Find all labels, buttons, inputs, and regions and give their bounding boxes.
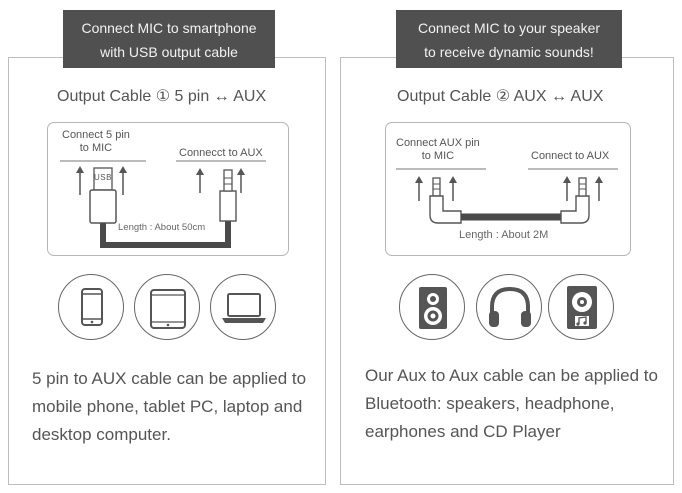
right-description-line3: earphones and CD Player [365,422,561,441]
right-banner-line2: to receive dynamic sounds! [424,44,594,60]
left-banner: Connect MIC to smartphone with USB outpu… [63,10,275,68]
headphone-icon [489,286,531,327]
right-diagram-mic-label: Connect AUX pin to MIC [396,137,480,163]
smartphone-icon-circle [58,274,124,340]
right-banner-line1: Connect MIC to your speaker [417,20,601,36]
right-cable-title: Output Cable ② AUX ↔ AUX [397,88,604,105]
right-length-label: Length : About 2M [459,229,549,241]
left-description-line1: 5 pin to AUX cable can be applied to [32,369,307,388]
right-description: Our Aux to Aux cable can be applied to B… [365,362,665,446]
headphone-icon-circle [476,274,542,340]
smartphone-icon [81,288,103,326]
speaker-icon [419,287,447,329]
laptop-icon-circle [210,274,276,340]
left-cable-title: Output Cable ① 5 pin ↔ AUX [57,88,267,105]
left-banner-line1: Connect MIC to smartphone [81,20,257,36]
left-diagram-usb-label-line2: to MIC [79,142,113,154]
five-pin-to-aux-cable-drawing [60,160,266,248]
left-description: 5 pin to AUX cable can be applied to mob… [32,365,322,449]
right-diagram-mic-label-line2: to MIC [421,150,455,162]
aux-to-aux-cable-drawing [396,168,618,224]
laptop-icon [222,293,266,323]
left-diagram-usb-label: Connect 5 pin to MIC [62,129,130,155]
right-diagram-aux-label: Connect to AUX [531,150,610,162]
left-description-line2: mobile phone, tablet PC, laptop and [32,397,303,416]
left-diagram-aux-label: Connecct to AUX [179,147,263,159]
left-cable-diagram: Connect 5 pin to MIC Connecct to AUX USB… [47,122,289,256]
tablet-icon [150,289,186,329]
right-banner: Connect MIC to your speaker to receive d… [396,10,622,68]
left-description-line3: desktop computer. [32,425,171,444]
right-description-line1: Our Aux to Aux cable can be applied to [365,366,658,385]
left-length-label: Length : About 50cm [118,222,206,233]
speaker-icon-circle [399,274,465,340]
right-diagram-mic-label-line1: Connect AUX pin [396,137,480,149]
usb-plug-text: USB [94,173,112,182]
left-diagram-usb-label-line1: Connect 5 pin [62,129,130,141]
cd-player-icon-circle [548,274,614,340]
cd-player-icon [567,286,597,329]
tablet-icon-circle [134,274,200,340]
right-cable-diagram: Connect AUX pin to MIC Connect to AUX Le… [385,122,631,256]
right-description-line2: Bluetooth: speakers, headphone, [365,394,615,413]
left-banner-line2: with USB output cable [100,44,238,60]
